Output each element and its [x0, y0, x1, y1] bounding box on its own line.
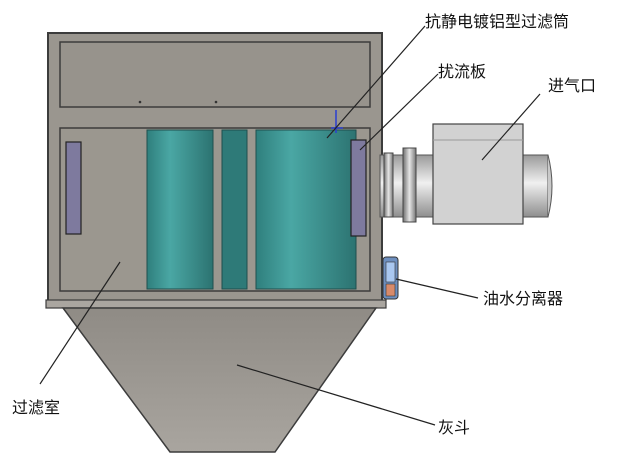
ash-hopper	[61, 307, 378, 453]
filter-cartridge-middle	[221, 129, 248, 290]
leader-filter-cartridge	[326, 25, 426, 139]
leader-oil-water-separator	[395, 278, 479, 299]
baffle-plate	[350, 139, 367, 237]
base-lip	[45, 299, 387, 309]
inlet-flange-outer	[402, 147, 417, 223]
oil-water-separator-glass	[385, 261, 396, 283]
left-window	[65, 141, 82, 235]
oil-water-separator-cap	[385, 283, 396, 297]
rivet	[138, 100, 142, 104]
label-oil-water-separator: 油水分离器	[483, 289, 564, 308]
label-air-inlet: 进气口	[548, 76, 597, 95]
leader-baffle-plate	[359, 73, 439, 151]
label-filter-chamber: 过滤室	[12, 398, 61, 417]
filter-cartridge-right	[255, 129, 357, 290]
leader-air-inlet	[481, 93, 541, 161]
rivet	[214, 100, 218, 104]
leader-filter-chamber	[39, 261, 121, 385]
label-filter-cartridge: 抗静电镀铝型过滤筒	[425, 12, 570, 31]
flow-marker	[331, 110, 343, 133]
inlet-flange-inner	[383, 152, 394, 218]
filter-cartridge-left	[146, 129, 214, 290]
upper-compartment	[59, 41, 371, 108]
label-ash-hopper: 灰斗	[438, 418, 471, 437]
leader-ash-hopper	[236, 364, 436, 426]
label-baffle-plate: 扰流板	[438, 62, 487, 81]
inlet-box	[432, 123, 524, 225]
inlet-pipe-end	[547, 154, 553, 218]
